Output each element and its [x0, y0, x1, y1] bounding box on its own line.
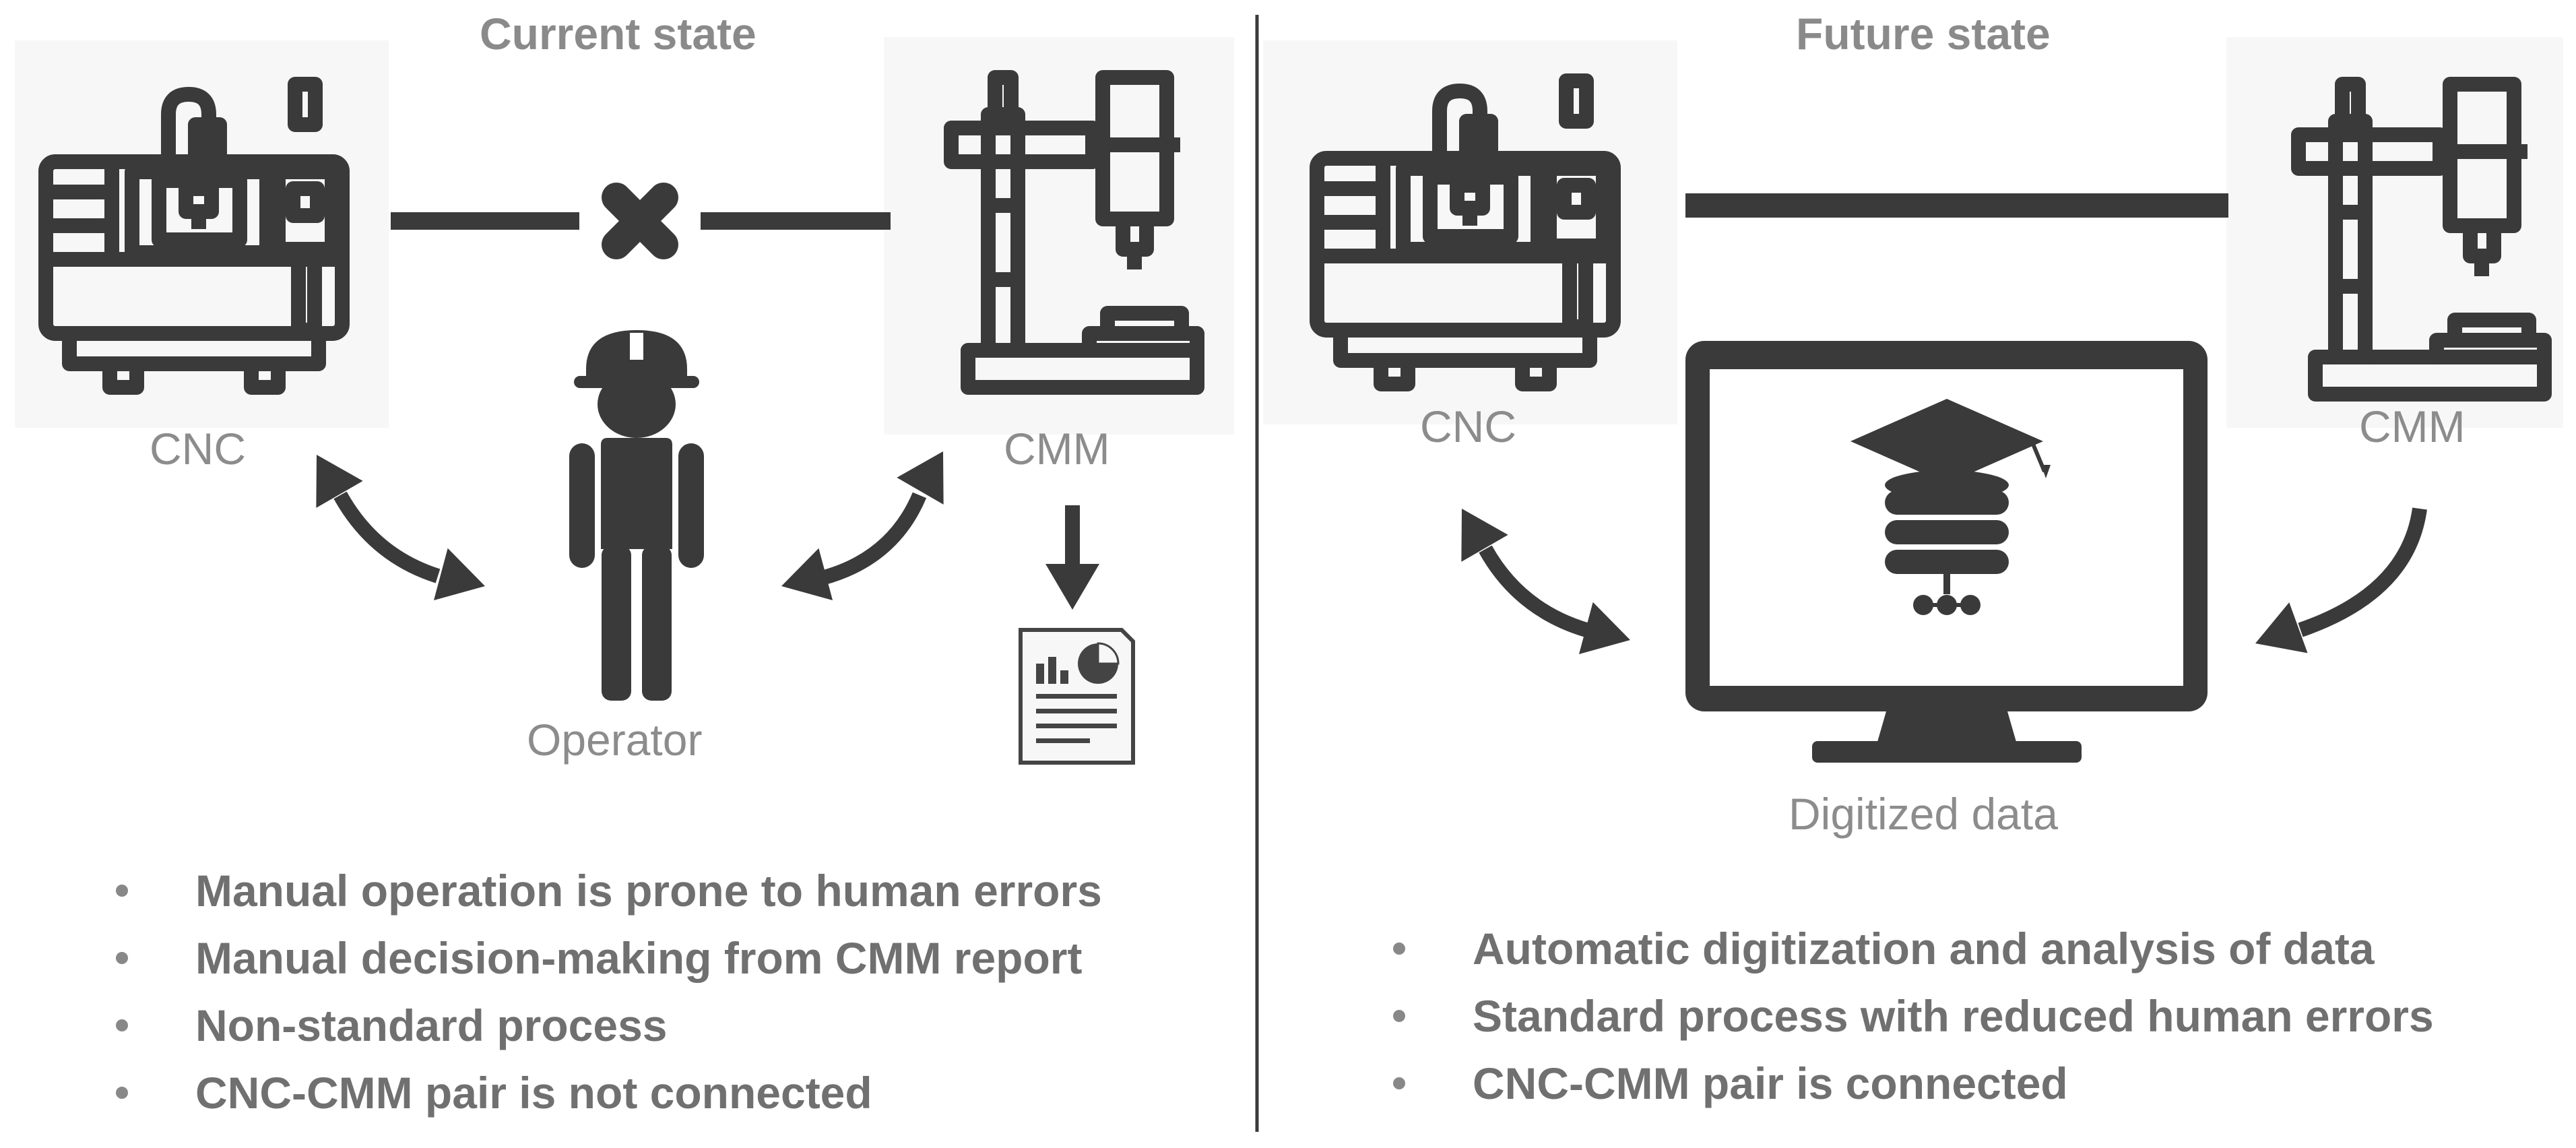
database-graduation-cap-icon [1850, 399, 2051, 615]
current-bullet-list: Manual operation is prone to human error… [116, 857, 1102, 1126]
operator-label: Operator [527, 715, 703, 765]
disconnected-x-icon [602, 183, 678, 259]
future-cmm-group [2226, 37, 2563, 428]
bullet-text: Manual operation is prone to human error… [195, 866, 1102, 916]
bullet-text: Manual decision-making from CMM report [195, 933, 1083, 983]
current-cmm-label: CMM [1004, 424, 1110, 474]
digitized-data-label: Digitized data [1789, 789, 2058, 839]
current-state-title: Current state [480, 9, 756, 59]
list-item: Manual operation is prone to human error… [116, 857, 1102, 924]
future-cnc-group [1263, 40, 1677, 424]
bullet-text: CNC-CMM pair is connected [1473, 1058, 2068, 1108]
list-item: Manual decision-making from CMM report [116, 924, 1102, 992]
future-bullet-list: Automatic digitization and analysis of d… [1393, 915, 2434, 1117]
bullet-text: Standard process with reduced human erro… [1473, 991, 2434, 1041]
list-item: Automatic digitization and analysis of d… [1393, 915, 2434, 982]
arrow-cnc-operator [293, 441, 492, 612]
list-item: CNC-CMM pair is connected [1393, 1050, 2434, 1117]
arrow-cmm-operator [774, 438, 967, 612]
current-cmm-group [884, 37, 1234, 435]
current-cnc-group [15, 40, 389, 428]
bullet-text: CNC-CMM pair is not connected [195, 1068, 872, 1118]
arrow-cmm-report [1045, 505, 1099, 610]
future-state-title: Future state [1796, 9, 2051, 59]
current-cnc-label: CNC [150, 424, 246, 474]
operator-icon [569, 330, 704, 701]
bullet-text: Non-standard process [195, 1000, 668, 1050]
future-cnc-label: CNC [1420, 402, 1516, 451]
disconnected-link [391, 183, 891, 259]
list-item: Non-standard process [116, 992, 1102, 1059]
future-cmm-label: CMM [2359, 402, 2466, 451]
bullet-text: Automatic digitization and analysis of d… [1473, 924, 2375, 974]
arrow-cmm-computer [2246, 507, 2427, 669]
list-item: CNC-CMM pair is not connected [116, 1059, 1102, 1126]
list-item: Standard process with reduced human erro… [1393, 982, 2434, 1050]
arrow-cnc-computer [1438, 495, 1638, 666]
report-document-icon [1019, 628, 1135, 765]
